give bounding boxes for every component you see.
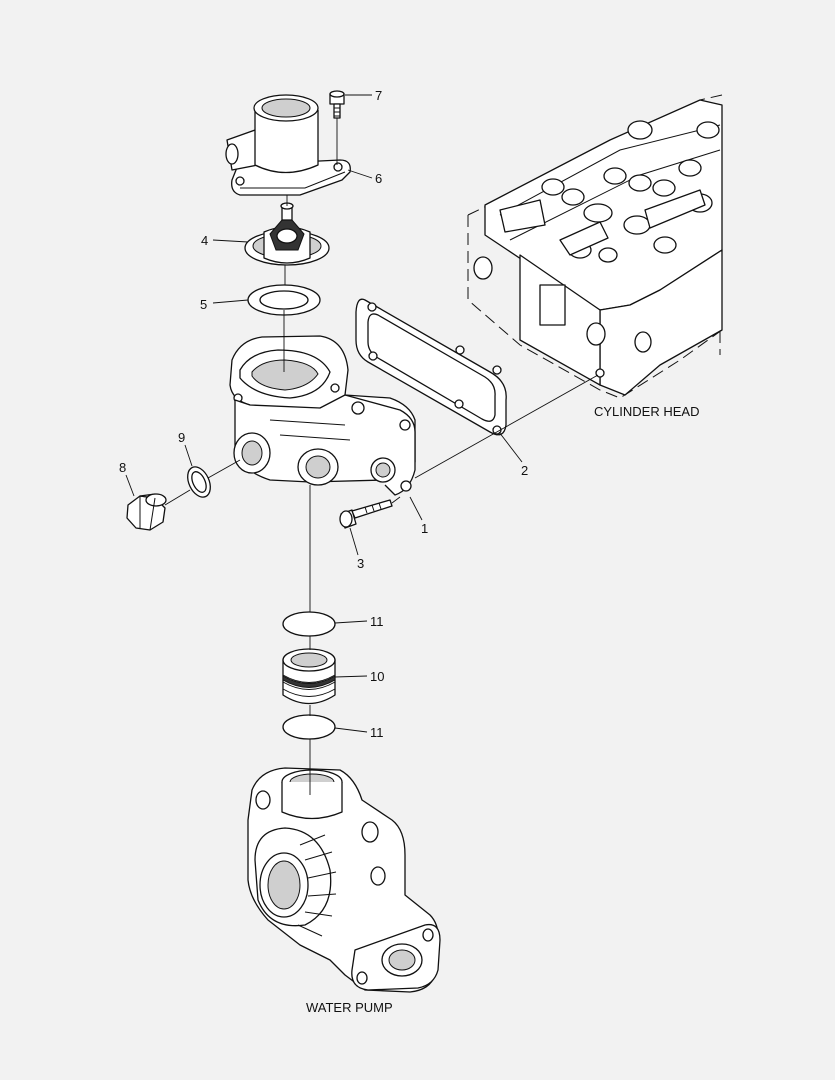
plug-washer — [187, 466, 211, 498]
callout-7: 7 — [375, 88, 382, 103]
callout-4: 4 — [201, 233, 208, 248]
thermostat-housing — [229, 335, 416, 496]
callout-3: 3 — [357, 556, 364, 571]
water-pump — [247, 767, 441, 993]
callout-2: 2 — [521, 463, 528, 478]
gasket — [355, 298, 507, 436]
water-pump-label: WATER PUMP — [306, 1000, 393, 1015]
callout-10: 10 — [370, 669, 384, 684]
housing-bolt — [339, 499, 393, 529]
callout-11-upper: 11 — [370, 614, 384, 629]
o-ring-lower — [282, 714, 336, 740]
callout-6: 6 — [375, 171, 382, 186]
callout-9: 9 — [178, 430, 185, 445]
callouts: 7 6 4 5 9 8 2 1 3 11 10 11 CYLINDER HEAD… — [119, 88, 699, 1015]
callout-8: 8 — [119, 460, 126, 475]
callout-11-lower: 11 — [370, 725, 384, 740]
thermostat-gasket — [247, 284, 321, 316]
thermostat — [244, 202, 330, 266]
drain-plug — [126, 493, 167, 531]
thermostat-cover — [225, 94, 351, 196]
cover-bolt — [329, 90, 345, 119]
callout-5: 5 — [200, 297, 207, 312]
assembly-lines — [125, 94, 599, 795]
callout-1: 1 — [421, 521, 428, 536]
o-ring-upper — [282, 611, 336, 637]
pipe-sleeve — [282, 648, 336, 705]
cylinder-head — [467, 94, 723, 399]
cylinder-head-label: CYLINDER HEAD — [594, 404, 699, 419]
